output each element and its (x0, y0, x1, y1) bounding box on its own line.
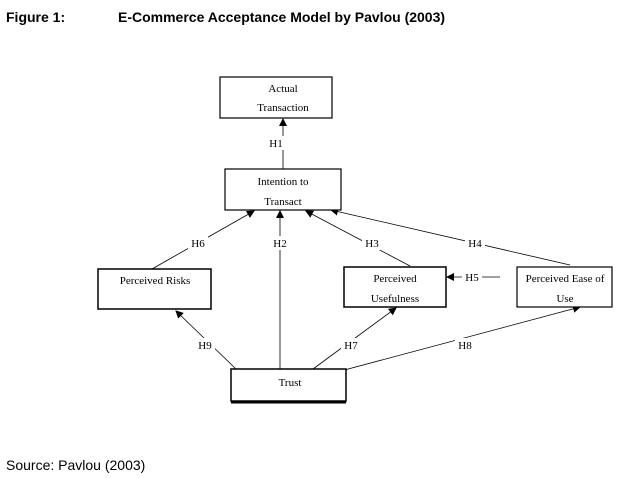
node-ease-line2: Use (556, 293, 573, 305)
label-h1: H1 (269, 138, 282, 150)
figure-title: E-Commerce Acceptance Model by Pavlou (2… (118, 9, 446, 25)
node-perceived-ease-of-use (516, 266, 613, 308)
edge-h3 (305, 210, 411, 267)
node-perceived-risks (97, 268, 212, 310)
label-h3: H3 (365, 238, 379, 250)
label-h2: H2 (273, 238, 286, 250)
node-usefulness-line2: Usefulness (371, 293, 419, 305)
label-h4: H4 (468, 238, 482, 250)
source-note: Source: Pavlou (2003) (6, 457, 146, 473)
node-actual-line1: Actual (268, 83, 297, 95)
node-risks-line1: Perceived Risks (120, 275, 191, 287)
label-h9: H9 (198, 340, 212, 352)
figure-label: Figure 1: (6, 9, 66, 25)
node-intention-to-transact (224, 168, 342, 211)
node-trust-line1: Trust (279, 377, 302, 389)
node-actual-transaction (219, 76, 333, 119)
node-intention-line2: Transact (264, 196, 301, 208)
label-h7: H7 (344, 340, 358, 352)
node-intention-line1: Intention to (257, 176, 309, 188)
node-perceived-usefulness (343, 266, 447, 308)
edge-h4 (330, 207, 571, 266)
label-h5: H5 (465, 272, 479, 284)
label-h6: H6 (191, 238, 205, 250)
node-usefulness-line1: Perceived (373, 273, 417, 285)
node-ease-line1: Perceived Ease of (526, 273, 605, 285)
label-h8: H8 (458, 340, 472, 352)
node-actual-line2: Transaction (257, 102, 309, 114)
